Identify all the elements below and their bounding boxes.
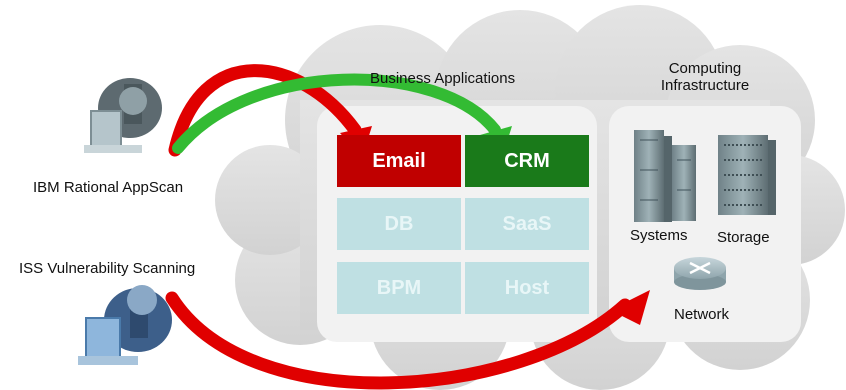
host-app-box: Host <box>465 262 589 314</box>
db-app-box: DB <box>337 198 461 250</box>
saas-app-box: SaaS <box>465 198 589 250</box>
iss-to-network-arrow <box>165 290 650 390</box>
crm-app-box: CRM <box>465 135 589 187</box>
network-router-icon <box>674 257 726 290</box>
bpm-app-box: BPM <box>337 262 461 314</box>
storage-label: Storage <box>717 229 770 246</box>
systems-server-icon <box>634 130 696 222</box>
appscan-user-icon <box>84 78 162 153</box>
network-label: Network <box>674 306 730 323</box>
storage-array-icon <box>718 135 776 215</box>
business-apps-title: Business Applications <box>370 70 516 87</box>
systems-label: Systems <box>630 227 688 244</box>
infrastructure-title-line1: Computing <box>668 60 742 77</box>
infrastructure-title: Computing Infrastructure <box>650 60 760 94</box>
infrastructure-title-line2: Infrastructure <box>660 77 750 94</box>
email-app-box: Email <box>337 135 461 187</box>
iss-user-icon <box>78 285 172 365</box>
appscan-label: IBM Rational AppScan <box>33 179 184 196</box>
iss-label: ISS Vulnerability Scanning <box>19 260 196 277</box>
